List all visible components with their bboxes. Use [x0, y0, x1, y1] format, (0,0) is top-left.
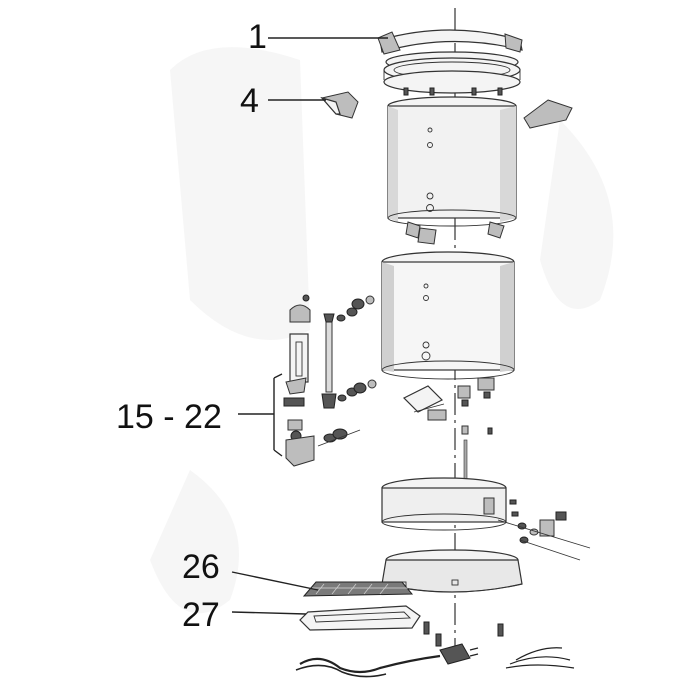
- callout-27-label: 27: [182, 596, 220, 634]
- callout-15-22-label: 15 - 22: [116, 398, 222, 436]
- callout-4-label: 4: [240, 82, 259, 120]
- base-housing: [381, 549, 523, 593]
- power-cord: [295, 643, 575, 678]
- lid-part: [377, 29, 523, 96]
- filter-mesh: [302, 581, 414, 597]
- base-tray: [299, 605, 421, 631]
- side-handles: [320, 91, 573, 129]
- heater-ring: [381, 477, 591, 561]
- callout-1-label: 1: [248, 18, 267, 56]
- base-screws: [423, 621, 504, 647]
- lower-body-shell: [381, 251, 515, 380]
- background-watermark: [150, 47, 614, 614]
- upper-body-shell: [387, 96, 517, 245]
- callout-leaders: [231, 37, 388, 615]
- tap-assembly: [238, 294, 377, 467]
- heating-element-parts: [402, 377, 495, 481]
- callout-26-label: 26: [182, 548, 220, 586]
